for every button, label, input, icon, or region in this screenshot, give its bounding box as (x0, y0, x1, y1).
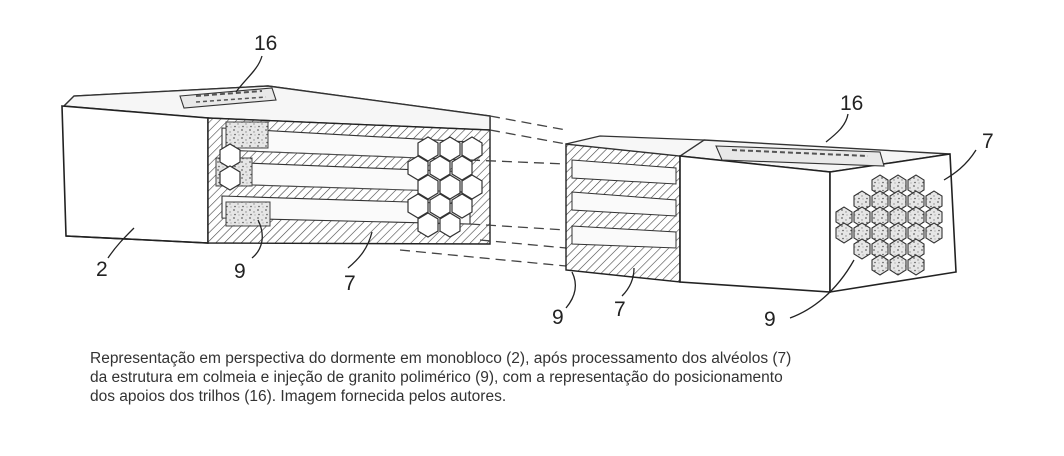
label-7-right: 7 (982, 130, 994, 153)
caption-line: Representação em perspectiva do dormente… (90, 350, 792, 367)
figure-caption: Representação em perspectiva do dormente… (90, 349, 990, 406)
label-7-left: 7 (344, 272, 356, 295)
right-sleeper-segment (565, 135, 957, 293)
label-2: 2 (96, 258, 108, 281)
leader-lines (107, 55, 977, 319)
left-rail-support (179, 87, 277, 109)
label-7-middle: 7 (614, 298, 626, 321)
right-rail-support (715, 145, 885, 167)
dashed-continuation (399, 115, 567, 267)
label-9-right: 9 (764, 308, 776, 331)
left-sleeper-segment (61, 85, 491, 245)
caption-line: dos apoios dos trilhos (16). Imagem forn… (90, 388, 507, 405)
label-9-left: 9 (234, 260, 246, 283)
label-9-middle: 9 (552, 306, 564, 329)
right-alveoli-channels (571, 159, 677, 249)
sleeper-diagram: 16 16 2 9 7 9 7 7 9 (61, 32, 994, 331)
caption-line: da estrutura em colmeia e injeção de gra… (90, 369, 783, 386)
left-honeycomb (219, 136, 483, 238)
right-honeycomb (835, 174, 943, 276)
label-16-left: 16 (254, 32, 277, 55)
label-16-right: 16 (840, 92, 863, 115)
